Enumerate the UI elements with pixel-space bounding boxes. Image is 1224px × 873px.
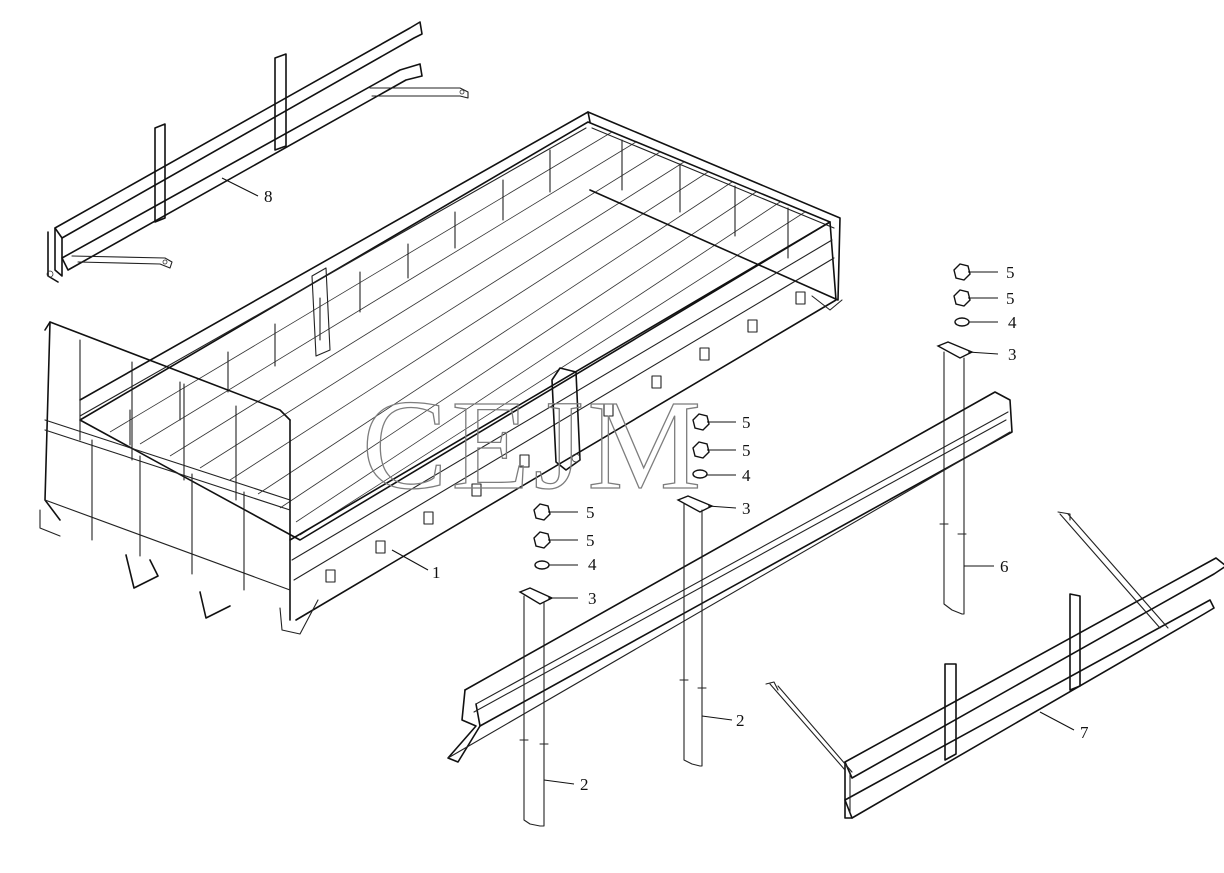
u-bolt-stack-left: [518, 503, 554, 827]
callout-5: 5: [742, 441, 751, 460]
callout-5: 5: [1006, 263, 1015, 282]
cargo-body-part-1: [39, 111, 843, 635]
callout-3: 3: [742, 499, 751, 518]
callout-4: 4: [588, 555, 597, 574]
callout-3: 3: [1008, 345, 1017, 364]
u-bolt-stack-middle: [676, 413, 714, 767]
callout-4: 4: [1008, 313, 1017, 332]
lower-side-rail-part-7: [765, 511, 1224, 819]
callout-4: 4: [742, 466, 751, 485]
callout-7: 7: [1080, 723, 1089, 742]
callout-1: 1: [432, 563, 441, 582]
callout-5: 5: [1006, 289, 1015, 308]
callout-6: 6: [1000, 557, 1009, 576]
callout-8: 8: [264, 187, 273, 206]
watermark-text: CEJM: [362, 374, 705, 516]
u-bolt-stack-right: [936, 263, 974, 615]
callout-3: 3: [588, 589, 597, 608]
callout-5: 5: [586, 503, 595, 522]
callout-2: 2: [580, 775, 589, 794]
callout-5: 5: [586, 531, 595, 550]
callout-5: 5: [742, 413, 751, 432]
leader-lines: [221, 177, 1075, 785]
callout-labels: 8 1 5 5 4 3 2 5 5 4 3 2 5 5 4 3 6 7: [264, 187, 1089, 794]
longitudinal-channel-beam: [447, 391, 1013, 763]
side-rail-frame-part-8: [46, 21, 469, 283]
callout-2: 2: [736, 711, 745, 730]
